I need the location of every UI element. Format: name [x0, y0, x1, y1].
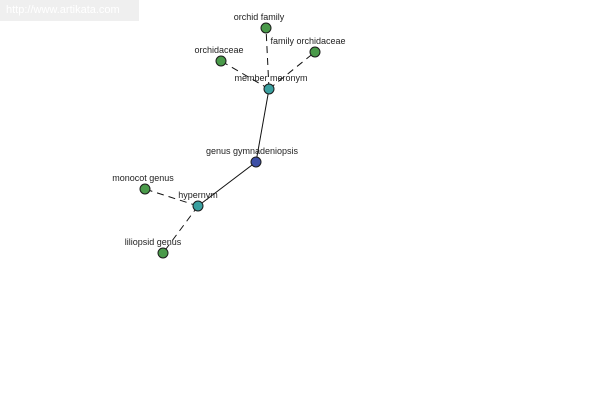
node-label-monocot[interactable]: monocot genus: [112, 173, 174, 183]
edge-hyper-monocot: [144, 188, 199, 207]
node-label-orchidaceae[interactable]: orchidaceae: [194, 45, 243, 55]
node-hyper[interactable]: [192, 200, 204, 212]
node-label-genus[interactable]: genus gymnadeniopsis: [206, 146, 299, 156]
node-orchid-family[interactable]: [260, 22, 272, 34]
node-label-member[interactable]: member meronym: [234, 73, 307, 83]
node-label-family-orchidaceae[interactable]: family orchidaceae: [270, 36, 345, 46]
node-genus[interactable]: [250, 156, 262, 168]
graph-labels: genus gymnadeniopsis member meronym hypern…: [112, 12, 345, 247]
edge-genus-hyper: [197, 161, 257, 207]
node-label-orchid-family[interactable]: orchid family: [234, 12, 285, 22]
edge-hyper-liliopsid: [162, 205, 199, 254]
source-url[interactable]: http://www.artikata.com: [0, 0, 139, 21]
node-member[interactable]: [263, 83, 275, 95]
node-monocot[interactable]: [139, 183, 151, 195]
node-liliopsid[interactable]: [157, 247, 169, 259]
edge-member-orchidaceae: [220, 60, 270, 90]
graph-edges: [144, 27, 316, 254]
edge-genus-member: [255, 88, 270, 163]
graph-nodes: [139, 22, 321, 259]
node-label-liliopsid[interactable]: liliopsid genus: [125, 237, 182, 247]
edge-member-family-orchidaceae: [268, 51, 316, 90]
node-family-orchidaceae[interactable]: [309, 46, 321, 58]
edge-member-orchid-family: [265, 27, 270, 90]
node-orchidaceae[interactable]: [215, 55, 227, 67]
node-label-hyper[interactable]: hypernym: [178, 190, 218, 200]
